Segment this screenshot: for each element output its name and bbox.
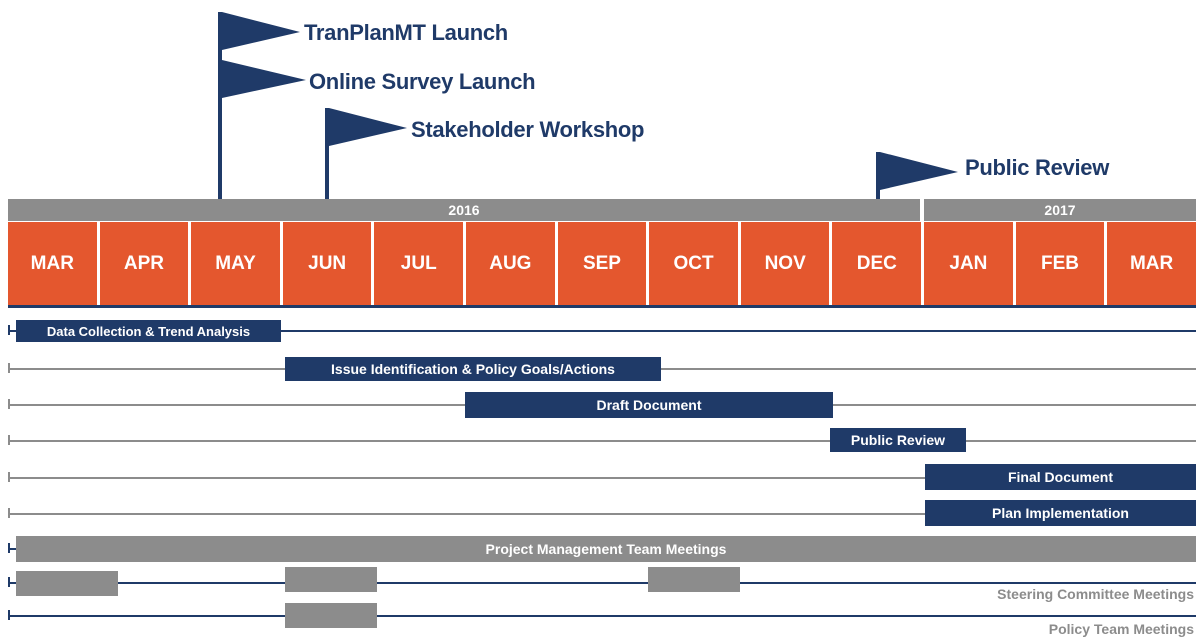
timeline-line [8, 513, 1196, 515]
timeline-tick [8, 508, 10, 518]
timeline-tick [8, 325, 10, 335]
flag-label: Public Review [965, 155, 1110, 180]
month-cell: AUG [466, 222, 558, 305]
year-bar-2016: 2016 [8, 199, 920, 221]
month-cell: OCT [649, 222, 741, 305]
timeline-line [8, 330, 1196, 332]
timeline-line [8, 477, 1196, 479]
meeting-block [648, 567, 740, 592]
meeting-block [285, 603, 377, 628]
month-header: MAR APR MAY JUN JUL AUG SEP OCT NOV DEC … [8, 222, 1196, 308]
task-bar: Data Collection & Trend Analysis [16, 320, 281, 342]
month-cell: JUL [374, 222, 467, 305]
row-caption: Steering Committee Meetings [997, 586, 1194, 602]
year-bar-2017: 2017 [924, 199, 1196, 221]
meeting-block [16, 571, 118, 596]
month-cell: MAR [8, 222, 100, 305]
meeting-block [285, 567, 377, 592]
task-bar: Issue Identification & Policy Goals/Acti… [285, 357, 661, 381]
timeline-tick [8, 399, 10, 409]
timeline-tick [8, 543, 10, 553]
task-bar: Draft Document [465, 392, 833, 418]
timeline-tick [8, 435, 10, 445]
task-bar: Plan Implementation [925, 500, 1196, 526]
row-caption: Policy Team Meetings [1048, 621, 1194, 637]
timeline-tick [8, 577, 10, 587]
flag-pole [876, 152, 880, 200]
month-cell: APR [100, 222, 192, 305]
month-cell: JUN [283, 222, 375, 305]
flag-icon [880, 152, 958, 190]
flag-icon [222, 60, 306, 98]
flag-label: Online Survey Launch [309, 69, 536, 94]
month-cell: SEP [558, 222, 650, 305]
flag-label: Stakeholder Workshop [411, 117, 645, 142]
month-cell: NOV [741, 222, 833, 305]
month-cell: FEB [1016, 222, 1108, 305]
month-cell: DEC [832, 222, 925, 305]
flag-pole [325, 108, 329, 200]
timeline-line [8, 440, 1196, 442]
flag-icon [329, 108, 407, 146]
timeline-tick [8, 610, 10, 620]
month-cell: JAN [924, 222, 1016, 305]
timeline-tick [8, 363, 10, 373]
task-bar: Project Management Team Meetings [16, 536, 1196, 562]
timeline-tick [8, 472, 10, 482]
timeline-line [8, 582, 1196, 584]
month-cell: MAY [191, 222, 283, 305]
flag-pole [218, 12, 222, 200]
flag-label: TranPlanMT Launch [304, 20, 508, 45]
task-bar: Public Review [830, 428, 966, 452]
flag-icon [222, 12, 300, 50]
timeline-line [8, 615, 1196, 617]
month-cell: MAR [1129, 252, 1174, 274]
task-bar: Final Document [925, 464, 1196, 490]
